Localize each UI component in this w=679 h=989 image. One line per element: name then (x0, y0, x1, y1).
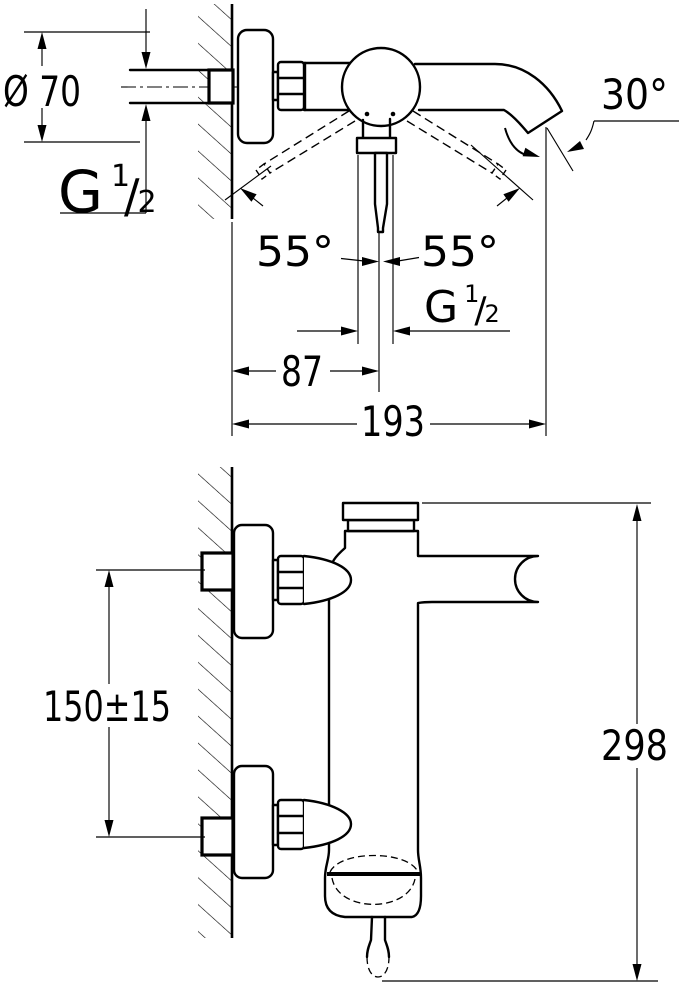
dim-wall-to-handle: 87 (231, 222, 380, 436)
water-drip-dashed (366, 956, 390, 978)
top-cap (341, 501, 420, 522)
dim-escutcheon-diameter: Ø 70 (3, 31, 150, 143)
dim-label-150: 150±15 (43, 682, 171, 731)
swing-right-extension (470, 144, 534, 201)
dim-spout-projection: 193 (232, 127, 547, 446)
dim-label-298: 298 (601, 721, 668, 770)
wall-hatch-top (198, 4, 232, 219)
lever-swing-right-dashed (406, 110, 507, 181)
wall-socket (207, 68, 235, 105)
swing-left-extension (224, 165, 272, 201)
dim-label-swing-left: 55° (256, 227, 334, 276)
dim-label-swing-right: 55° (421, 227, 499, 276)
sphere-body (340, 46, 422, 128)
lower-connection (200, 764, 353, 880)
dim-label-diameter-70: Ø 70 (3, 67, 81, 116)
flow-direction-arrow (504, 127, 540, 157)
spout-outlet (327, 854, 420, 978)
body-cylinder (302, 61, 352, 112)
indicator-dot-right (390, 111, 396, 117)
swing-angle-arrows (240, 188, 520, 266)
front-view: 150±15 298 (43, 467, 668, 982)
indicator-dot-left (364, 111, 370, 117)
lever-handle (355, 117, 398, 234)
supply-pipe (121, 68, 238, 105)
dim-total-height: 298 (382, 502, 668, 982)
upper-connection (200, 523, 353, 640)
spout (413, 62, 564, 135)
side-view: Ø 70 G1/2 55° 55° 30° G1/2 (3, 4, 679, 446)
lever-swing-left-dashed (255, 110, 356, 181)
mixer-body-and-lever (323, 529, 540, 919)
spout-angle-callout (546, 120, 679, 172)
cap-ring (346, 518, 416, 533)
dim-label-193: 193 (361, 397, 425, 446)
wall-hatch-bottom (198, 467, 232, 938)
dim-label-spout-angle: 30° (601, 70, 668, 119)
dim-label-87: 87 (281, 347, 323, 396)
dim-connection-spacing: 150±15 (43, 569, 205, 838)
hex-nut (276, 60, 306, 112)
escutcheon (236, 28, 275, 145)
